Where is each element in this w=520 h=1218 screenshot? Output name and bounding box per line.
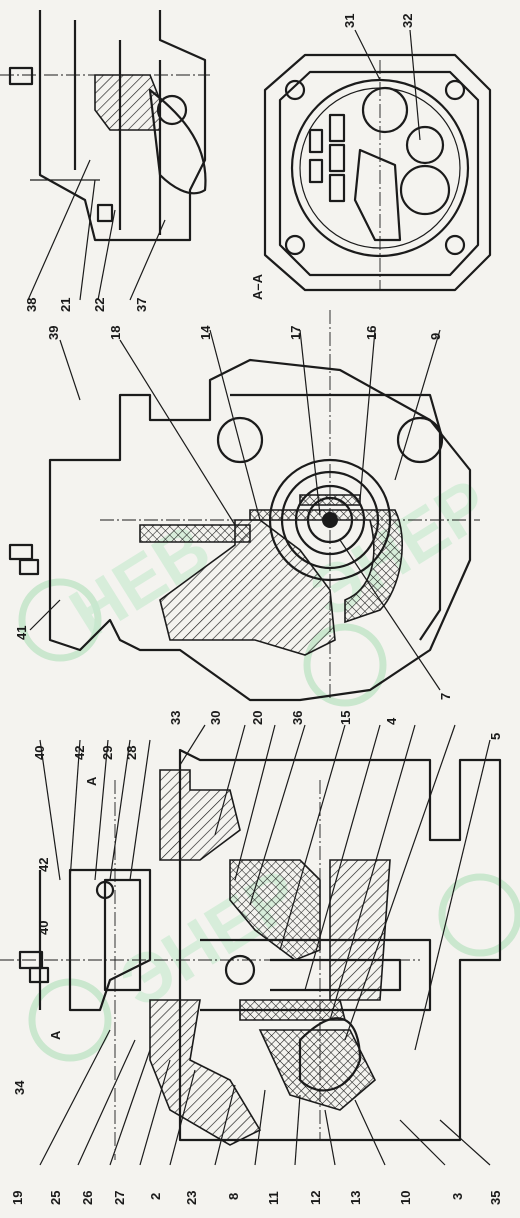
callout-35: 35 bbox=[488, 1191, 503, 1205]
callout-33: 29 bbox=[100, 746, 115, 760]
section-mark-top: A bbox=[84, 776, 99, 786]
middle-view bbox=[8, 310, 480, 702]
callout-4: 36 bbox=[290, 711, 305, 725]
callout-39: 39 bbox=[46, 326, 61, 340]
callout-26: 26 bbox=[80, 1191, 95, 1205]
callout-32: 32 bbox=[400, 14, 415, 28]
callout-29: 40 bbox=[32, 746, 47, 760]
callout-40-visible: 40 bbox=[36, 921, 51, 935]
callout-27: 27 bbox=[112, 1191, 127, 1205]
callout-25: 25 bbox=[48, 1191, 63, 1205]
callout-9: 9 bbox=[428, 333, 443, 340]
callout-10: 10 bbox=[398, 1191, 413, 1205]
callout-3: 3 bbox=[450, 1193, 465, 1200]
section-a-a-label: A–A bbox=[250, 273, 265, 300]
callout-19: 19 bbox=[10, 1191, 25, 1205]
callout-labels: 38 21 22 37 A–A 31 32 41 39 18 14 17 16 … bbox=[10, 14, 503, 1205]
section-mark-left: A bbox=[48, 1030, 63, 1040]
callout-38: 38 bbox=[24, 298, 39, 312]
callout-28: 42 bbox=[72, 746, 87, 760]
callout-11: 11 bbox=[266, 1191, 281, 1205]
callout-13: 13 bbox=[348, 1191, 363, 1205]
callout-14: 14 bbox=[198, 325, 213, 340]
callout-36: 30 bbox=[208, 711, 223, 725]
callout-20: 33 bbox=[168, 711, 183, 725]
callout-18: 18 bbox=[108, 326, 123, 340]
callout-42-visible: 42 bbox=[36, 858, 51, 872]
callout-2: 2 bbox=[148, 1193, 163, 1200]
callout-6: 4 bbox=[384, 717, 399, 725]
callout-23: 23 bbox=[184, 1191, 199, 1205]
callout-34: 34 bbox=[12, 1080, 27, 1095]
callout-31: 31 bbox=[342, 14, 357, 28]
callout-22: 22 bbox=[92, 298, 107, 312]
callout-37: 37 bbox=[134, 298, 149, 312]
callout-17: 17 bbox=[288, 326, 303, 340]
callout-12: 12 bbox=[308, 1191, 323, 1205]
callout-8: 8 bbox=[226, 1193, 241, 1200]
callout-5: 15 bbox=[338, 711, 353, 725]
leader-lines bbox=[27, 29, 491, 1166]
callout-30: 28 bbox=[124, 746, 139, 760]
callout-41: 41 bbox=[14, 626, 29, 640]
main-view bbox=[0, 748, 502, 1160]
detail-view-top bbox=[0, 10, 210, 242]
callout-21: 21 bbox=[58, 298, 73, 312]
section-a-a-view bbox=[263, 53, 492, 292]
callout-16: 16 bbox=[364, 326, 379, 340]
callout-7: 7 bbox=[438, 693, 453, 700]
callout-15: 20 bbox=[250, 711, 265, 725]
callout-24: 5 bbox=[488, 733, 503, 740]
